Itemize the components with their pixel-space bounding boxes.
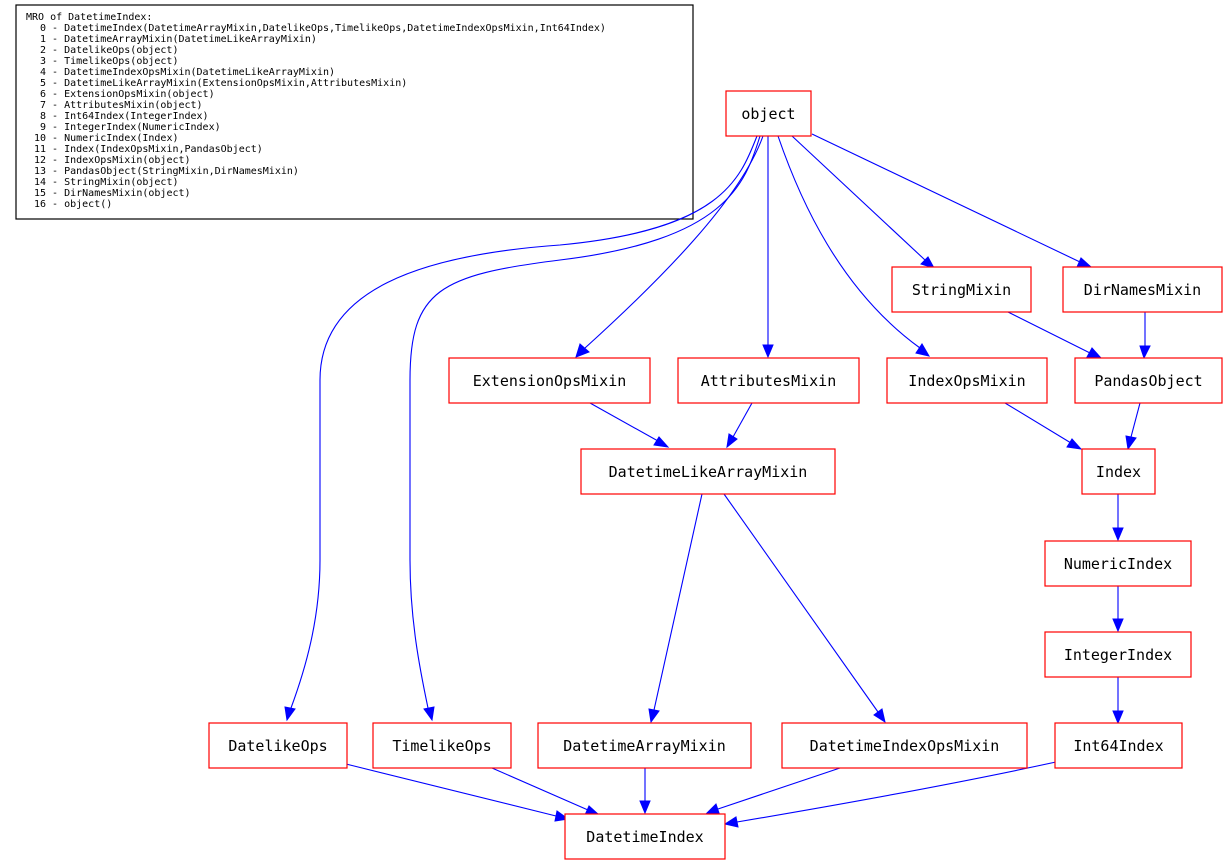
node-datelikeops[interactable]: DatelikeOps [208,722,348,769]
node-label: DatetimeArrayMixin [563,737,726,755]
node-datetimeindex[interactable]: DatetimeIndex [564,813,726,860]
legend-line: 7 - AttributesMixin(object) [40,100,203,111]
legend-box [15,4,694,220]
nodes: object StringMixin DirNamesMixin Extensi… [208,90,1223,860]
arrowhead [1112,710,1124,725]
node-attributesmixin[interactable]: AttributesMixin [677,357,860,404]
edge-extensionopsmixin-datetimelikearraymixin [589,402,659,442]
node-stringmixin[interactable]: StringMixin [891,266,1032,313]
arrowhead [1139,345,1151,360]
node-label: DatetimeIndex [586,828,703,846]
arrowhead [1086,347,1103,359]
arrowhead [653,436,670,448]
arrowhead [920,256,936,269]
node-extensionopsmixin[interactable]: ExtensionOpsMixin [448,357,651,404]
node-index[interactable]: Index [1081,448,1156,495]
node-timelikeops[interactable]: TimelikeOps [372,722,512,769]
arrowhead [639,800,651,815]
node-datetimeindexopsmixin[interactable]: DatetimeIndexOpsMixin [781,722,1028,769]
node-label: IndexOpsMixin [908,372,1025,390]
legend-line: 13 - PandasObject(StringMixin,DirNamesMi… [34,166,299,177]
arrowhead [873,708,886,724]
arrowhead [705,803,720,814]
arrowhead [1076,257,1093,268]
arrowhead [1066,438,1083,450]
legend-line: 0 - DatetimeIndex(DatetimeArrayMixin,Dat… [40,23,606,34]
edge-pandasobject-index [1130,402,1141,438]
edge-indexopsmixin-index [1004,402,1072,444]
node-label: DirNamesMixin [1084,281,1201,299]
node-dirnamesmixin[interactable]: DirNamesMixin [1062,266,1223,313]
node-label: StringMixin [912,281,1011,299]
node-datetimelikearraymixin[interactable]: DatetimeLikeArrayMixin [580,448,836,495]
edge-int64index-datetimeindex [736,761,1057,823]
legend-line: 10 - NumericIndex(Index) [34,133,179,144]
arrowhead [1112,527,1124,542]
edge-object-indexopsmixin [777,135,921,349]
node-label: object [741,105,795,123]
legend-line: 9 - IntegerIndex(NumericIndex) [40,122,221,133]
node-indexopsmixin[interactable]: IndexOpsMixin [886,357,1048,404]
legend-line: 11 - Index(IndexOpsMixin,PandasObject) [34,144,263,155]
node-label: DatetimeIndexOpsMixin [810,737,1000,755]
edge-datelikeops-datetimeindex [345,763,557,817]
mro-legend: MRO of DatetimeIndex: 0 - DatetimeIndex(… [15,4,694,220]
legend-line: 4 - DatetimeIndexOpsMixin(DatetimeLikeAr… [40,67,335,78]
arrowhead [723,816,739,828]
node-label: NumericIndex [1064,555,1172,573]
legend-line: 14 - StringMixin(object) [34,177,179,188]
edges [284,133,1151,828]
legend-line: 5 - DatetimeLikeArrayMixin(ExtensionOpsM… [40,78,407,89]
arrowhead [915,343,931,357]
node-datetimearraymixin[interactable]: DatetimeArrayMixin [537,722,752,769]
node-label: AttributesMixin [701,372,836,390]
arrowhead [1112,618,1124,633]
node-int64index[interactable]: Int64Index [1054,722,1183,769]
legend-line: 6 - ExtensionOpsMixin(object) [40,89,215,100]
node-label: IntegerIndex [1064,646,1172,664]
edge-datetimelikearraymixin-datetimearraymixin [653,493,703,711]
legend-line: 12 - IndexOpsMixin(object) [34,155,191,166]
arrowhead [423,706,435,722]
arrowhead [1125,435,1137,451]
edge-datetimelikearraymixin-datetimeindexopsmixin [723,493,879,713]
legend-title: MRO of DatetimeIndex: [26,12,152,23]
arrowhead [284,706,296,722]
legend-line: 3 - TimelikeOps(object) [40,56,178,67]
edge-object-dirnamesmixin [811,133,1081,263]
node-label: TimelikeOps [392,737,491,755]
legend-line: 8 - Int64Index(IntegerIndex) [40,111,209,122]
node-label: Int64Index [1073,737,1163,755]
edge-object-stringmixin [791,135,926,261]
arrowhead [726,433,738,449]
arrowhead [648,708,660,724]
node-label: DatetimeLikeArrayMixin [609,463,808,481]
edge-stringmixin-pandasobject [1007,311,1091,354]
arrowhead [762,344,774,359]
legend-line: 16 - object() [34,199,112,210]
edge-object-datelikeops [290,135,758,709]
edge-object-extensionopsmixin [584,135,764,349]
legend-line: 1 - DatetimeArrayMixin(DatetimeLikeArray… [40,34,317,45]
node-label: PandasObject [1094,372,1202,390]
arrowhead [575,343,590,358]
legend-line: 15 - DirNamesMixin(object) [34,188,191,199]
node-label: ExtensionOpsMixin [473,372,627,390]
legend-line: 2 - DatelikeOps(object) [40,45,178,56]
node-integerindex[interactable]: IntegerIndex [1044,631,1192,678]
node-numericindex[interactable]: NumericIndex [1044,540,1192,587]
node-pandasobject[interactable]: PandasObject [1074,357,1223,404]
edge-datetimeindexopsmixin-datetimeindex [717,767,841,810]
edge-timelikeops-datetimeindex [491,767,589,811]
node-label: Index [1096,463,1141,481]
edge-attributesmixin-datetimelikearraymixin [732,402,753,438]
node-label: DatelikeOps [228,737,327,755]
node-object[interactable]: object [725,90,812,137]
edge-object-timelikeops [409,135,761,709]
